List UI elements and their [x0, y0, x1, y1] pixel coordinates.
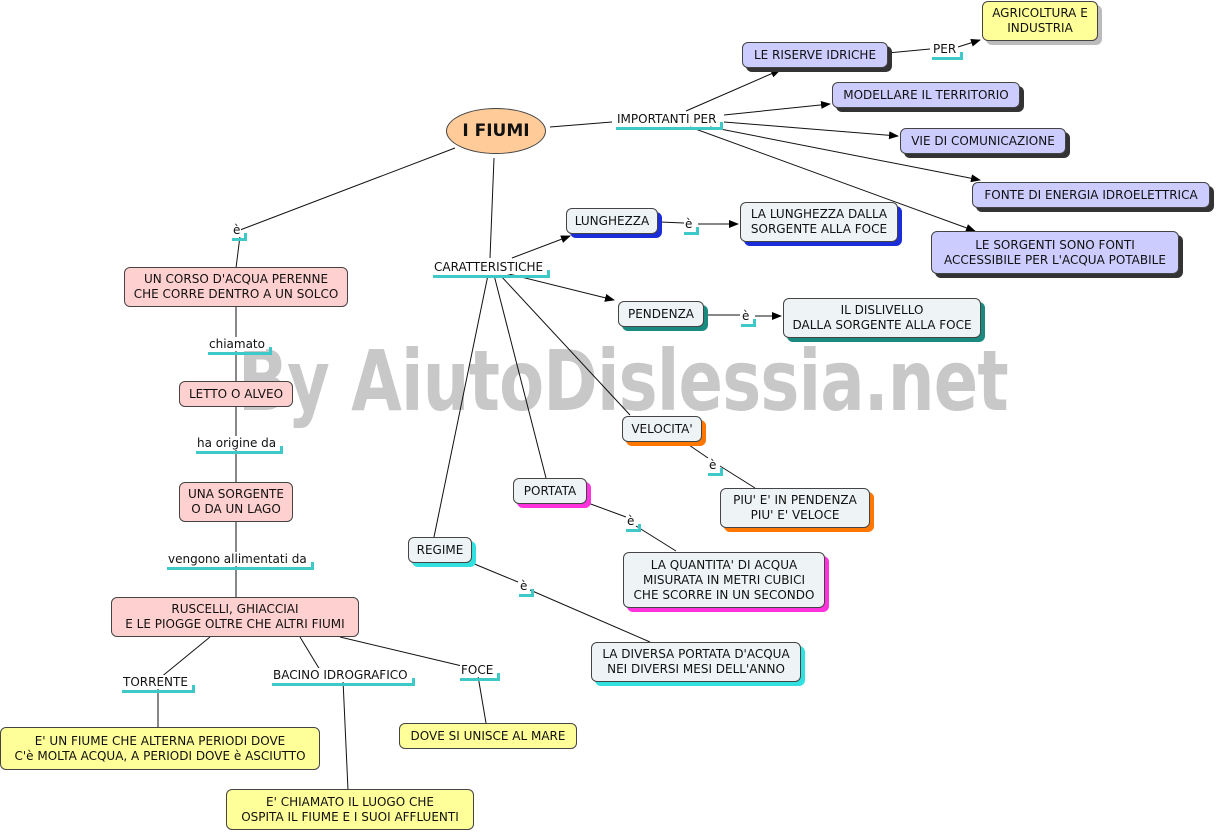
root-label: I FIUMI	[462, 120, 530, 141]
link-e-pendenza: è	[741, 309, 757, 327]
node-sorgenti-fonti[interactable]: LE SORGENTI SONO FONTI ACCESSIBILE PER L…	[931, 231, 1179, 274]
node-torrente-def[interactable]: E' UN FIUME CHE ALTERNA PERIODI DOVE C'è…	[0, 727, 320, 770]
node-lunghezza-def[interactable]: LA LUNGHEZZA DALLA SORGENTE ALLA FOCE	[740, 202, 898, 242]
node-regime[interactable]: REGIME	[408, 537, 472, 563]
link-torrente: TORRENTE	[122, 675, 195, 693]
node-letto-alveo[interactable]: LETTO O ALVEO	[179, 381, 293, 407]
link-e-regime: è	[519, 579, 535, 597]
node-ruscelli[interactable]: RUSCELLI, GHIACCIAI E LE PIOGGE OLTRE CH…	[111, 597, 359, 637]
node-regime-def[interactable]: LA DIVERSA PORTATA D'ACQUA NEI DIVERSI M…	[591, 642, 801, 682]
link-ha-origine: ha origine da	[196, 436, 284, 454]
link-e-root: è	[232, 223, 248, 241]
link-caratteristiche: CARATTERISTICHE	[433, 260, 551, 278]
link-per: PER	[932, 42, 964, 60]
node-portata[interactable]: PORTATA	[513, 478, 587, 504]
link-importanti-per: IMPORTANTI PER	[616, 112, 724, 130]
link-foce: FOCE	[460, 663, 501, 681]
link-chiamato: chiamato	[208, 337, 272, 355]
node-foce-def[interactable]: DOVE SI UNISCE AL MARE	[399, 723, 577, 749]
node-velocita-def[interactable]: PIU' E' IN PENDENZA PIU' E' VELOCE	[720, 488, 870, 528]
node-velocita[interactable]: VELOCITA'	[622, 416, 702, 442]
node-vie-comunicazione[interactable]: VIE DI COMUNICAZIONE	[900, 128, 1066, 154]
node-pendenza-def[interactable]: IL DISLIVELLO DALLA SORGENTE ALLA FOCE	[783, 298, 981, 338]
link-e-lunghezza: è	[684, 217, 700, 235]
link-e-velocita: è	[708, 458, 724, 476]
node-energia[interactable]: FONTE DI ENERGIA IDROELETTRICA	[972, 182, 1210, 208]
node-bacino-def[interactable]: E' CHIAMATO IL LUOGO CHE OSPITA IL FIUME…	[226, 789, 474, 830]
link-alimentati: vengono allimentati da	[167, 552, 314, 570]
node-riserve-idriche[interactable]: LE RISERVE IDRICHE	[742, 42, 888, 68]
link-e-portata: è	[626, 514, 642, 532]
root-node-i-fiumi[interactable]: I FIUMI	[446, 108, 546, 154]
link-bacino: BACINO IDROGRAFICO	[272, 668, 415, 686]
node-portata-def[interactable]: LA QUANTITA' DI ACQUA MISURATA IN METRI …	[623, 552, 825, 608]
node-lunghezza[interactable]: LUNGHEZZA	[566, 208, 658, 234]
node-pendenza[interactable]: PENDENZA	[618, 301, 704, 327]
node-sorgente-lago[interactable]: UNA SORGENTE O DA UN LAGO	[179, 482, 293, 522]
node-modellare[interactable]: MODELLARE IL TERRITORIO	[832, 82, 1020, 108]
node-agricoltura[interactable]: AGRICOLTURA E INDUSTRIA	[982, 1, 1098, 41]
node-corso-acqua[interactable]: UN CORSO D'ACQUA PERENNE CHE CORRE DENTR…	[124, 267, 348, 307]
watermark-text: By AiutoDislessia.net	[238, 332, 1009, 430]
